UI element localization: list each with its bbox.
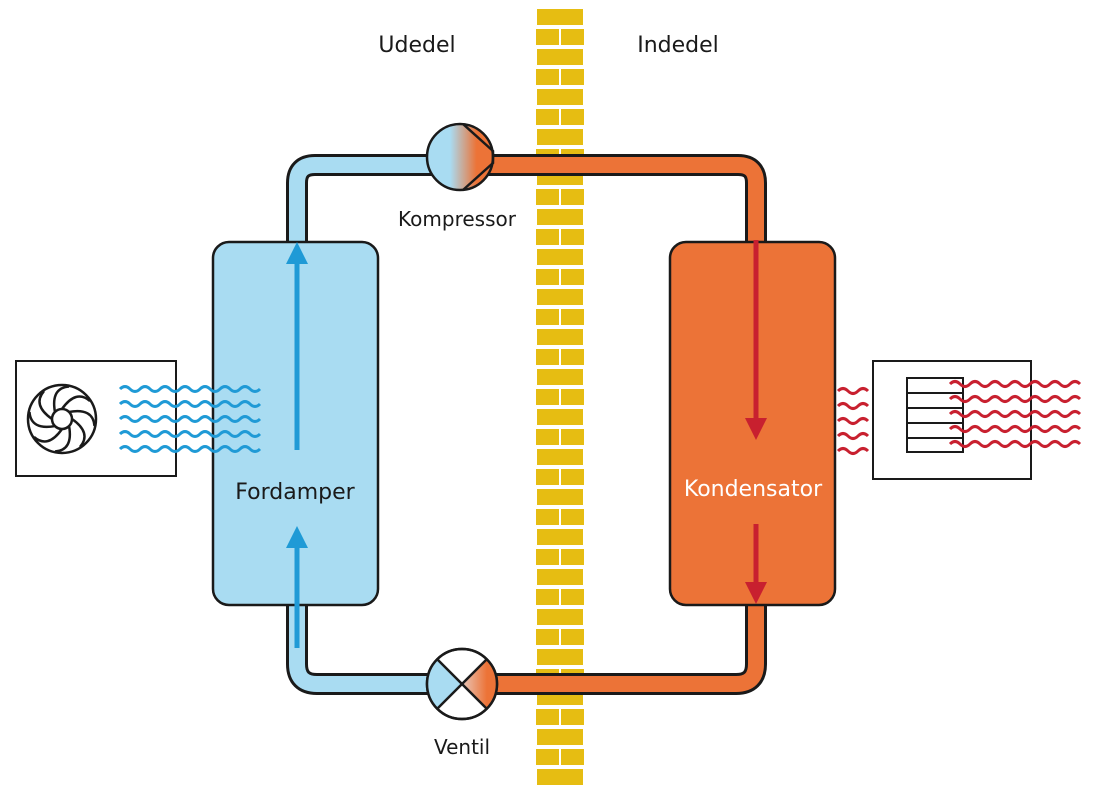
evaporator-label: Fordamper (235, 480, 355, 505)
cold-flow-arrows (286, 242, 308, 648)
cold-air-wave-3 (118, 415, 262, 423)
hot-air-waves-left (836, 387, 870, 455)
hot-air-wave-right-1 (948, 380, 1082, 388)
indoor-label: Indedel (637, 33, 719, 58)
hot-air-wave-right-3 (948, 410, 1082, 418)
cold-air-wave-4 (118, 430, 262, 438)
condenser-label: Kondensator (684, 477, 823, 502)
outdoor-label: Udedel (378, 33, 455, 58)
cold-air-wave-5 (118, 445, 262, 453)
cold-air-waves (118, 385, 262, 453)
radiator-icon (906, 377, 964, 453)
expansion-valve (425, 647, 499, 721)
hot-air-wave-right-4 (948, 425, 1082, 433)
outdoor-fan-unit (15, 360, 177, 477)
indoor-radiator-unit (872, 360, 1032, 480)
compressor (425, 122, 495, 192)
fan-icon (26, 383, 98, 455)
hot-flow-arrows (745, 240, 767, 604)
hot-air-wave-right-5 (948, 440, 1082, 448)
cold-air-wave-1 (118, 385, 262, 393)
hot-air-wave-left-4 (836, 432, 870, 440)
hot-air-wave-left-2 (836, 402, 870, 410)
hot-air-waves-right (948, 380, 1082, 448)
compressor-label: Kompressor (398, 207, 517, 231)
hot-air-wave-right-2 (948, 395, 1082, 403)
hot-air-wave-left-5 (836, 447, 870, 455)
valve-label: Ventil (434, 735, 490, 759)
cold-pipe (286, 154, 455, 695)
cold-air-wave-2 (118, 400, 262, 408)
hot-pipe (470, 154, 767, 695)
brick-wall (536, 8, 584, 788)
hot-air-wave-left-1 (836, 387, 870, 395)
hot-air-wave-left-3 (836, 417, 870, 425)
